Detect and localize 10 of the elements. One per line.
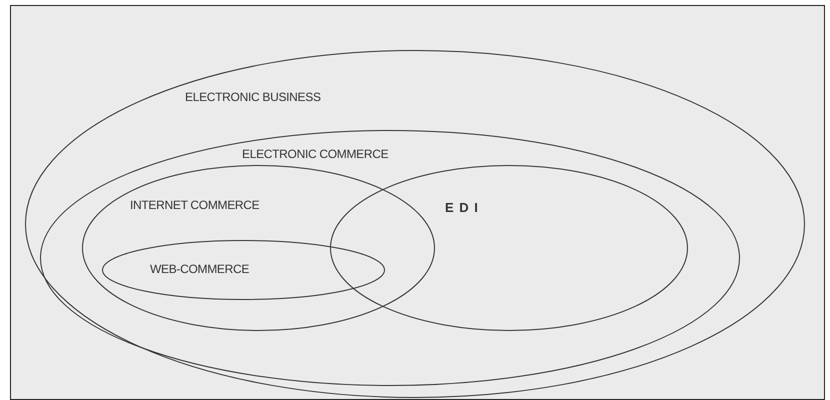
region-label: ELECTRONIC BUSINESS (185, 90, 321, 104)
region-label: WEB-COMMERCE (150, 262, 250, 276)
ellipse-region (82, 165, 435, 331)
ellipse-region (40, 130, 740, 386)
region-label: ELECTRONIC COMMERCE (242, 147, 388, 161)
ellipse-region (102, 240, 385, 300)
region-label: INTERNET COMMERCE (130, 198, 260, 212)
ellipse-region (330, 165, 688, 331)
region-label: E D I (445, 201, 479, 215)
ellipse-region (25, 50, 805, 398)
